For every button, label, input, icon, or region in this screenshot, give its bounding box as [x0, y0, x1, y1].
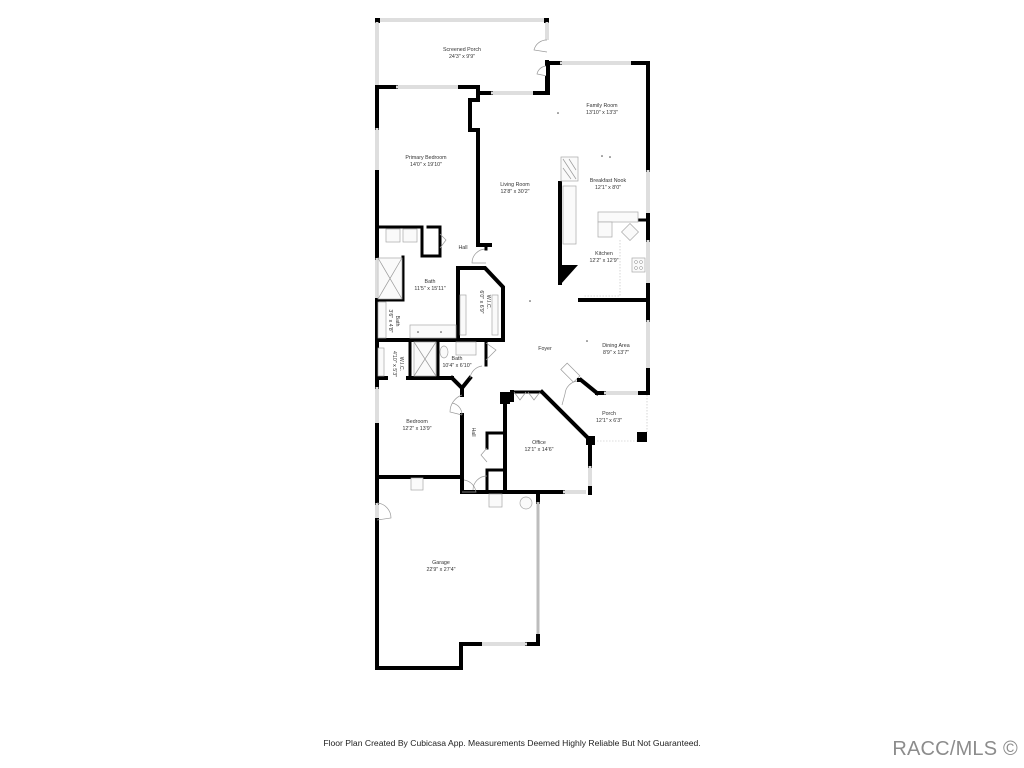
room-primary-bedroom: Primary Bedroom 14'0" x 19'10": [405, 155, 447, 168]
room-name: Screened Porch: [443, 47, 481, 53]
room-hall-south: Hall: [470, 427, 476, 436]
room-name: Bath: [425, 279, 436, 285]
room-name: Family Room: [586, 103, 618, 109]
room-name: Living Room: [500, 182, 530, 188]
fixture-dots: [529, 112, 611, 342]
room-size: 12'2" x 12'9": [589, 258, 618, 264]
room-size: 12'2" x 13'9": [402, 426, 431, 432]
room-name: Bedroom: [406, 419, 428, 425]
room-size: 8'9" x 13'7": [603, 350, 629, 356]
room-living-room: Living Room 12'8" x 30'2": [500, 182, 530, 195]
room-size: 12'8" x 30'2": [500, 189, 529, 195]
room-bedroom: Bedroom 12'2" x 13'9": [402, 419, 431, 432]
room-size: 24'3" x 9'9": [449, 54, 475, 60]
room-name: W.I.C.: [485, 295, 491, 309]
room-name: Hall: [470, 427, 476, 436]
room-size: 11'5" x 15'11": [414, 286, 445, 292]
exterior-walls: [375, 61, 650, 670]
room-size: 22'9" x 27'4": [426, 567, 455, 573]
room-name: Foyer: [538, 346, 552, 352]
room-size: 6'0" x 6'9": [478, 290, 484, 313]
garage-walls: [375, 479, 542, 670]
room-size: 4'10" x 5'3": [391, 351, 397, 377]
room-garage: Garage 22'9" x 27'4": [426, 560, 455, 573]
room-size: 3'6" x 4'8": [387, 309, 393, 332]
mls-watermark: RACC/MLS ©: [892, 738, 1018, 760]
room-hall-north: Hall: [458, 245, 467, 251]
room-family-room: Family Room 13'10" x 13'3": [586, 103, 618, 116]
floor-plan-disclaimer: Floor Plan Created By Cubicasa App. Meas…: [323, 738, 701, 748]
room-name: Office: [532, 440, 546, 446]
room-name: Porch: [602, 411, 616, 417]
room-size: 10'4" x 6'10": [442, 363, 471, 369]
room-bath-small: Bath 3'6" x 4'8": [387, 309, 400, 332]
room-kitchen: Kitchen 12'2" x 12'9": [589, 251, 618, 264]
room-name: Dining Area: [602, 343, 629, 349]
room-size: 14'0" x 19'10": [410, 162, 442, 168]
room-name: Bath: [452, 356, 463, 362]
interior-walls-bath: [375, 255, 505, 397]
room-name: Garage: [432, 560, 450, 566]
room-dining-area: Dining Area 8'9" x 13'7": [602, 343, 629, 356]
room-name: Breakfast Nook: [590, 178, 627, 184]
room-wic-primary: W.I.C. 6'0" x 6'9": [478, 290, 491, 313]
room-office: Office 12'1" x 14'6": [524, 440, 553, 453]
room-name: Primary Bedroom: [405, 155, 447, 161]
interior-walls-north: [375, 91, 650, 302]
room-screened-porch: Screened Porch 24'3" x 9'9": [443, 47, 481, 60]
room-breakfast-nook: Breakfast Nook 12'1" x 8'0": [590, 178, 627, 191]
screened-porch-walls: [375, 18, 549, 95]
room-labels: Screened Porch 24'3" x 9'9" Family Room …: [387, 47, 630, 573]
room-size: 12'1" x 14'6": [524, 447, 553, 453]
room-wic-small: W.I.C. 4'10" x 5'3": [391, 351, 404, 377]
room-size: 12'1" x 6'3": [596, 418, 622, 424]
room-size: 13'10" x 13'3": [586, 110, 618, 116]
interior-walls-south: [375, 362, 650, 495]
fixtures: [377, 156, 646, 510]
room-name: W.I.C.: [398, 357, 404, 371]
room-name: Bath: [394, 316, 400, 327]
room-name: Hall: [458, 245, 467, 251]
room-size: 12'1" x 8'0": [595, 185, 621, 191]
room-porch: Porch 12'1" x 6'3": [596, 411, 622, 424]
room-name: Kitchen: [595, 251, 613, 257]
room-foyer: Foyer: [538, 346, 552, 352]
room-bath-2: Bath 10'4" x 6'10": [442, 356, 471, 369]
room-primary-bath: Bath 11'5" x 15'11": [414, 279, 445, 292]
